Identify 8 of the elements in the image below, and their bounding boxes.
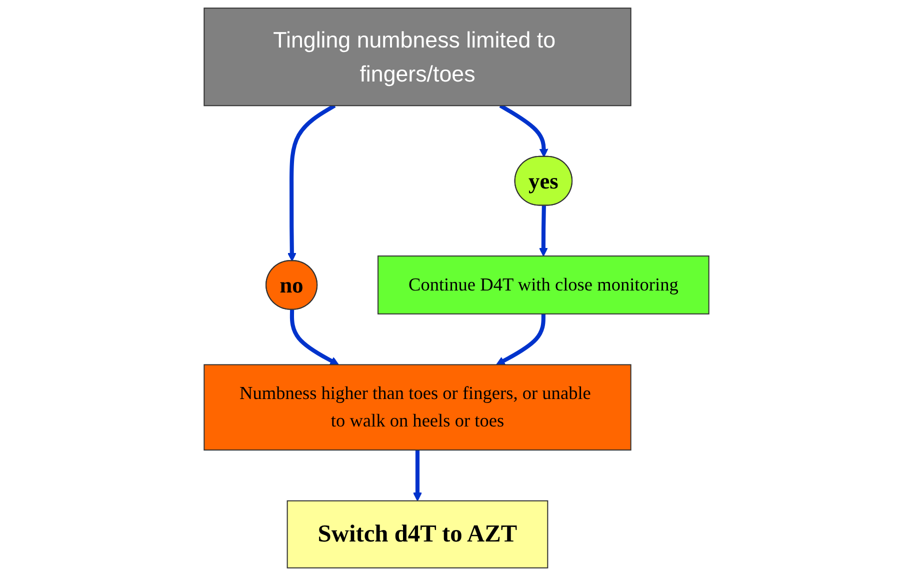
node-box: Switch d4T to AZT: [286, 500, 548, 568]
node-box: Continue D4T with close monitoring: [378, 256, 710, 314]
node-box: Tingling numbness limited to fingers/toes: [204, 8, 632, 106]
arrow: [496, 314, 546, 366]
arrow: [290, 310, 339, 366]
arrow: [538, 206, 548, 256]
arrow: [413, 450, 422, 502]
node-box: Numbness higher than toes or fingers, or unable to walk on heels or toes: [204, 364, 632, 451]
